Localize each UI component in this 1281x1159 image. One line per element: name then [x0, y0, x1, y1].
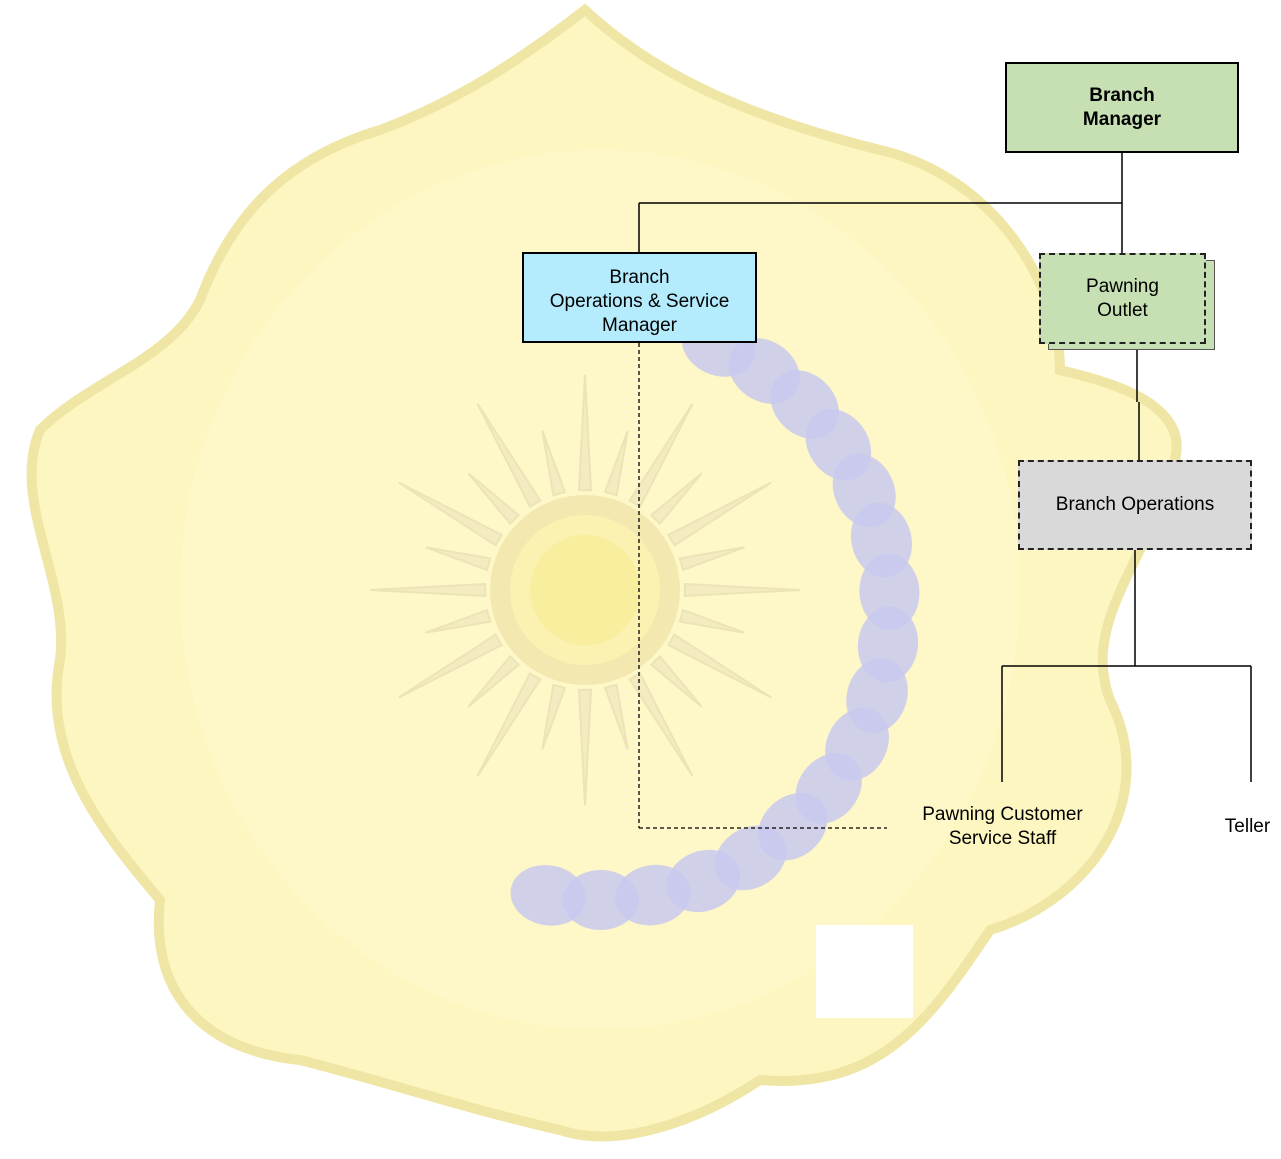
white-patch [816, 925, 913, 1018]
seal-ray [425, 608, 492, 634]
ops-service-manager-label-line1: Branch [609, 267, 670, 288]
ops-service-manager-box: Branch Operations & Service Manager [522, 252, 757, 343]
seal-ray [398, 633, 503, 699]
seal-ray [425, 546, 492, 572]
pawning-outlet-label-line2: Outlet [1097, 299, 1148, 321]
seal-ray [577, 374, 593, 492]
seal-ray [467, 654, 521, 708]
branch-manager-label-line2: Manager [1082, 108, 1162, 130]
seal-ray [476, 403, 542, 508]
seal-crescent-blob [859, 553, 920, 630]
pawning-cs-staff-line2: Service Staff [948, 828, 1057, 849]
branch-operations-box: Branch Operations [1018, 460, 1252, 550]
seal-ray [667, 633, 772, 699]
seal-ray [628, 403, 694, 508]
pawning-outlet-label-line1: Pawning [1086, 275, 1159, 297]
teller-label: Teller [1214, 815, 1281, 839]
seal-ray [541, 683, 567, 750]
seal-ray [476, 672, 542, 777]
branch-manager-box: Branch Manager [1005, 62, 1239, 153]
seal-ray [541, 430, 567, 497]
pawning-customer-service-staff-label: Pawning Customer Service Staff [900, 803, 1105, 851]
seal-ray [603, 430, 629, 497]
seal-ray [649, 472, 703, 526]
seal-ray [577, 688, 593, 806]
seal-ray [678, 546, 745, 572]
seal-sunburst [369, 374, 801, 806]
seal-crescent-blob [510, 865, 587, 926]
seal-ray [398, 481, 503, 547]
branch-manager-label-line1: Branch [1089, 84, 1155, 106]
ops-service-manager-label-line3: Manager [602, 315, 677, 336]
seal-ray [667, 481, 772, 547]
seal-ray [683, 582, 801, 598]
branch-operations-label: Branch Operations [1055, 494, 1215, 515]
pawning-cs-staff-line1: Pawning Customer [922, 804, 1083, 825]
seal-ray [678, 608, 745, 634]
seal-crescent [510, 313, 920, 930]
teller-label-text: Teller [1224, 816, 1271, 837]
seal-sun-core [530, 535, 640, 645]
seal-ray [628, 672, 694, 777]
seal-ray [603, 683, 629, 750]
seal-ray [467, 472, 521, 526]
pawning-outlet-box: Pawning Outlet [1039, 253, 1206, 344]
seal-ray [369, 582, 487, 598]
ops-service-manager-label-line2: Operations & Service [549, 291, 730, 312]
seal-ray [649, 654, 703, 708]
